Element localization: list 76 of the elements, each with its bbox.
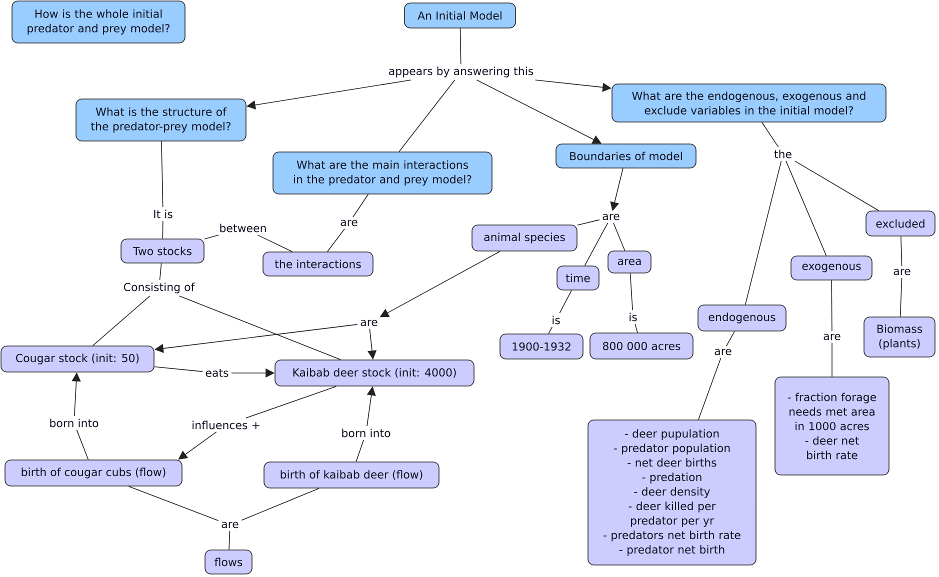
concept-box: exogenous: [790, 256, 872, 280]
concept-box: - fraction forage needs met area in 1000 acres - deer net birth rate: [774, 376, 890, 476]
concept-box: area: [608, 250, 652, 274]
concept-box: flows: [204, 550, 252, 574]
concept-box: 800 000 acres: [590, 332, 694, 360]
concept-box: What are the endogenous, exogenous and exclude variables in the initial model?: [612, 84, 886, 122]
connector-line: [257, 234, 293, 252]
connector-line: [204, 234, 220, 240]
connector-line: [726, 331, 735, 347]
concept-box: the interactions: [262, 252, 374, 276]
connector-line: [831, 280, 832, 332]
connector-line: [76, 430, 89, 460]
connector-line: [162, 220, 164, 239]
connector-line: [613, 222, 626, 251]
connector-line: [178, 296, 341, 360]
concept-box: Boundaries of model: [556, 144, 696, 168]
concept-box: What is the structure of the predator-prey model?: [76, 98, 246, 142]
concept-box: birth of cougar cubs (flow): [4, 460, 182, 486]
connector-line: [900, 236, 902, 267]
linking-phrase: eats: [206, 369, 228, 377]
linking-phrase: the: [774, 150, 792, 158]
linking-phrase: are: [894, 268, 910, 276]
concept-box: How is the whole initial predator and prey model?: [12, 0, 186, 44]
concept-box: Cougar stock (init: 50): [0, 346, 154, 372]
linking-phrase: Consisting of: [124, 282, 195, 294]
linking-phrase: appears by answering this: [389, 66, 534, 78]
linking-phrase: is: [552, 316, 560, 324]
concept-box: What are the main interactions in the predator and prey model?: [272, 152, 492, 194]
concept-box: Biomass (plants): [864, 316, 936, 358]
connector-line: [92, 296, 150, 346]
connector-line: [786, 160, 827, 256]
connector-line: [352, 194, 369, 218]
connector-line: [241, 488, 320, 521]
linking-phrase: are: [360, 320, 378, 326]
connector-line: [577, 219, 600, 226]
connector-line: [356, 440, 364, 462]
connector-line: [159, 263, 162, 280]
connector-line: [128, 486, 219, 521]
concept-box: animal species: [472, 224, 578, 252]
connector-line: [794, 160, 880, 211]
concept-box: birth of kaibab deer (flow): [264, 462, 440, 488]
concept-box: 1900-1932: [500, 334, 584, 360]
connector-line: [161, 141, 164, 208]
linking-phrase: between: [220, 224, 266, 232]
linking-phrase: It is: [154, 210, 172, 218]
connector-line: [634, 324, 638, 333]
concept-box: An Initial Model: [404, 2, 516, 28]
linking-phrase: are: [824, 334, 840, 340]
connector-line: [398, 80, 456, 152]
connector-line: [245, 386, 337, 418]
concept-box: time: [556, 266, 600, 290]
linking-phrase: are: [340, 220, 358, 226]
connector-line: [460, 28, 462, 64]
connector-line: [630, 273, 633, 310]
concept-box: Two stocks: [120, 238, 204, 264]
connector-line: [559, 290, 572, 314]
linking-phrase: born into: [50, 418, 98, 428]
linking-phrase: are: [602, 214, 620, 220]
linking-phrase: are: [222, 522, 238, 528]
connector-line: [698, 357, 722, 420]
connector-line: [228, 530, 230, 550]
connector-line: [326, 228, 345, 252]
connector-line: [548, 326, 553, 334]
concept-box: - deer pupulation - predator population - net deer births - predation - deer density - deer killed per predator per yr - predators net birth rate - predator net birth: [588, 420, 756, 566]
connector-line: [744, 160, 782, 305]
linking-phrase: influences +: [192, 420, 260, 430]
linking-phrase: born into: [342, 428, 390, 438]
connector-line: [900, 277, 902, 317]
connector-line: [154, 366, 203, 372]
linking-phrase: are: [714, 348, 732, 356]
concept-box: Kaibab deer stock (init: 4000): [274, 360, 474, 386]
concept-box: endogenous: [698, 304, 786, 332]
linking-phrase: is: [630, 312, 637, 322]
connector-line: [584, 222, 608, 266]
concept-box: excluded: [866, 210, 936, 236]
connector-line: [762, 122, 779, 148]
